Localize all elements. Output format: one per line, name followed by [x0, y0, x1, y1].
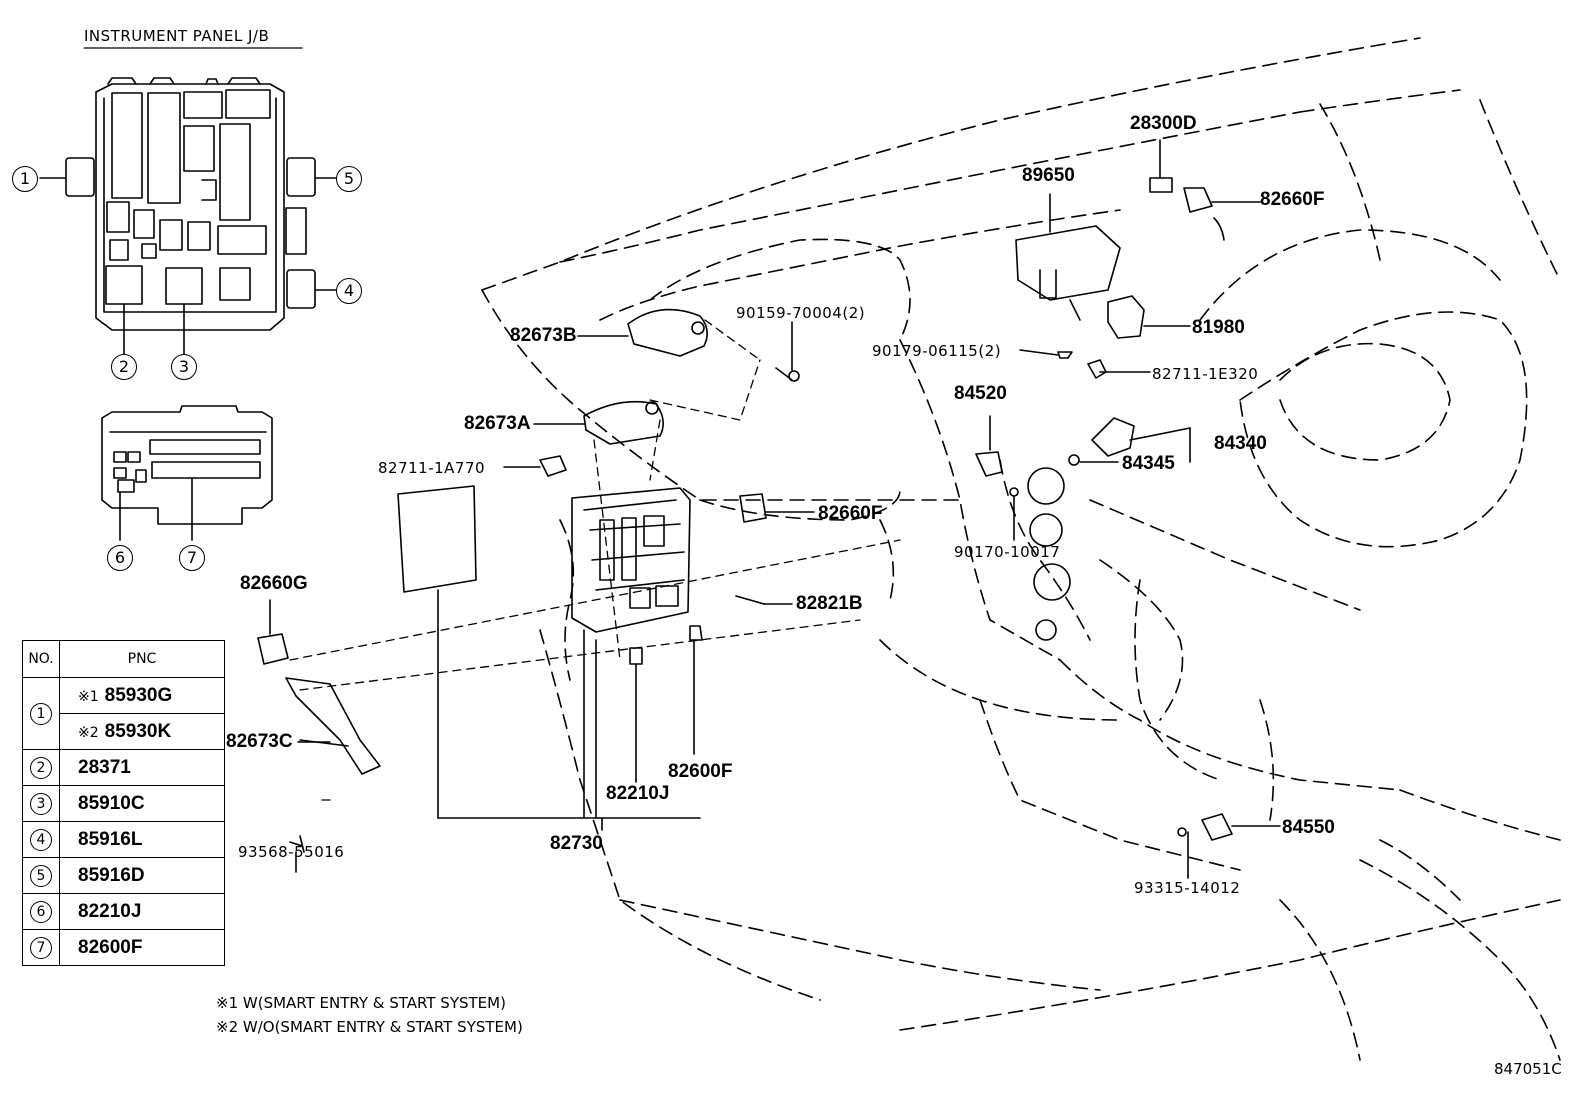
diagram-id: 847051C [1494, 1060, 1562, 1078]
junction-block-side-view [101, 405, 273, 541]
callout-7: 7 [179, 545, 205, 571]
table-cell-pnc: 85910C [59, 785, 225, 822]
callout-1: 1 [12, 166, 38, 192]
part-label-82660g: 82660G [240, 573, 308, 594]
part-label-82660f-mid: 82660F [818, 503, 883, 524]
pnc-value: 85930K [104, 720, 172, 742]
footnote-mark: ※2 [78, 724, 99, 741]
callout-2: 2 [111, 354, 137, 380]
part-label-82673b: 82673B [510, 325, 577, 346]
part-label-82821b: 82821B [796, 593, 863, 614]
parts [257, 139, 1281, 879]
part-label-84345: 84345 [1122, 453, 1175, 474]
table-row: 3 85910C [22, 785, 225, 822]
table-cell-pnc: 85916L [59, 821, 225, 858]
footnote-1: ※1 W(SMART ENTRY & START SYSTEM) [216, 994, 506, 1012]
row-number-badge: 2 [30, 756, 52, 779]
row-number-badge: 6 [30, 900, 52, 923]
inset-title: INSTRUMENT PANEL J/B [84, 27, 270, 45]
part-label-84550: 84550 [1282, 817, 1335, 838]
callout-5: 5 [336, 166, 362, 192]
part-label-82660f-top: 82660F [1260, 189, 1325, 210]
table-header-no: NO. [22, 640, 60, 678]
callout-3: 3 [171, 354, 197, 380]
row-number-badge: 3 [30, 792, 52, 815]
row-number-badge: 7 [30, 936, 52, 959]
junction-block-top-view [39, 47, 337, 355]
part-label-84520: 84520 [954, 383, 1007, 404]
part-label-82711-1e320: 82711-1E320 [1152, 365, 1259, 383]
table-cell-no: 4 [22, 821, 60, 858]
table-row: 2 28371 [22, 749, 225, 786]
table-row: ※2 85930K [23, 713, 225, 750]
table-row: 5 85916D [22, 857, 225, 894]
row-number-badge: 4 [30, 828, 52, 851]
table-cell-pnc: 82600F [59, 929, 225, 966]
table-header-row: NO. PNC [22, 640, 225, 678]
part-label-28300d: 28300D [1130, 113, 1197, 134]
part-label-82600f: 82600F [668, 761, 733, 782]
part-label-90159-70004: 90159-70004(2) [736, 304, 866, 322]
footnote-2: ※2 W/O(SMART ENTRY & START SYSTEM) [216, 1018, 523, 1036]
table-cell-pnc: 82210J [59, 893, 225, 930]
table-cell-pnc: ※2 85930K [59, 713, 225, 750]
pnc-table: NO. PNC 1 ※1 85930G ※2 85930K 2 28371 3 85… [22, 640, 225, 966]
part-label-89650: 89650 [1022, 165, 1075, 186]
part-label-90170-10017: 90170-10017 [954, 543, 1061, 561]
part-label-82730: 82730 [550, 833, 603, 854]
table-cell-no: 3 [22, 785, 60, 822]
table-row: 4 85916L [22, 821, 225, 858]
part-label-81980: 81980 [1192, 317, 1245, 338]
part-label-82210j: 82210J [606, 783, 670, 804]
table-row: 6 82210J [22, 893, 225, 930]
table-row: 7 82600F [22, 929, 225, 966]
callout-4: 4 [336, 278, 362, 304]
part-label-84340: 84340 [1214, 433, 1267, 454]
row-number-badge: 1 [30, 702, 52, 725]
table-cell-pnc: 85916D [59, 857, 225, 894]
part-label-82673a: 82673A [464, 413, 531, 434]
table-cell-no: 5 [22, 857, 60, 894]
part-label-82673c: 82673C [226, 731, 293, 752]
callout-6: 6 [107, 545, 133, 571]
part-label-82711-1a770: 82711-1A770 [378, 459, 486, 477]
part-label-93315-14012: 93315-14012 [1134, 879, 1241, 897]
part-label-93568-55016: 93568-55016 [238, 843, 345, 861]
table-cell-pnc: 28371 [59, 749, 225, 786]
part-label-90179-06115: 90179-06115(2) [872, 342, 1002, 360]
footnote-mark: ※1 [78, 688, 99, 705]
row-number-badge: 5 [30, 864, 52, 887]
table-cell-no: 6 [22, 893, 60, 930]
dashed-leaders [289, 319, 901, 801]
table-row: 1 ※1 85930G [22, 677, 225, 750]
table-cell-pnc: ※1 85930G [59, 677, 225, 714]
table-cell-no: 1 [22, 677, 60, 750]
dashboard-outline [481, 37, 1561, 1061]
table-header-pnc: PNC [59, 640, 225, 678]
pnc-value: 85930G [104, 684, 173, 706]
table-cell-no: 2 [22, 749, 60, 786]
table-cell-no: 7 [22, 929, 60, 966]
